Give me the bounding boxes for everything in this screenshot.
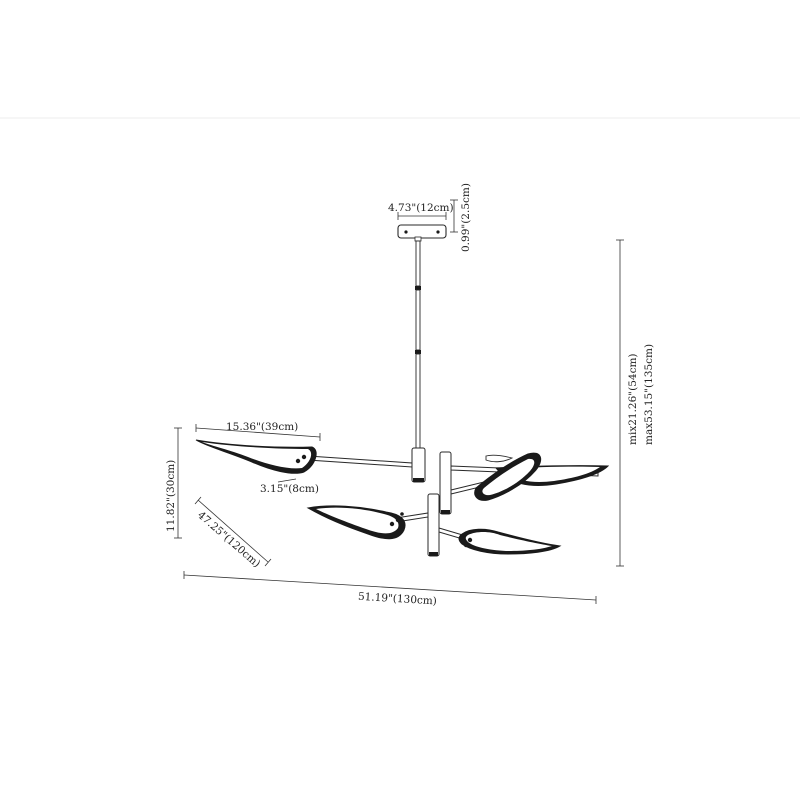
shade-upper-right xyxy=(474,452,542,501)
label-shade-depth: 11.82"(30cm) xyxy=(165,460,177,532)
dim-shade-depth xyxy=(174,427,182,539)
center-tube-c xyxy=(427,493,440,557)
dim-diagonal-depth xyxy=(194,496,272,567)
canopy-screw-left xyxy=(404,230,408,234)
shade-front-right-inner xyxy=(465,532,552,551)
label-diagonal-depth: 47.25"(120cm) xyxy=(195,509,262,570)
canopy-neck xyxy=(414,236,422,242)
dim-canopy-height xyxy=(450,199,458,233)
shade-upper-right-tip xyxy=(485,454,514,463)
label-canopy-width: 4.73"(12cm) xyxy=(388,202,454,214)
down-rod-upper xyxy=(415,240,421,287)
down-rod xyxy=(415,240,421,449)
shade-front-right-bulb-b xyxy=(467,537,473,543)
shade-back-left xyxy=(195,439,317,474)
canopy xyxy=(397,224,447,239)
shade-front-left xyxy=(306,505,406,540)
shade-back-left-bulb-b xyxy=(301,454,307,460)
label-height-max: max53.15"(135cm) xyxy=(643,344,655,445)
center-tube-b xyxy=(439,451,452,515)
shade-front-left-bulb-a xyxy=(389,521,395,527)
dim-shade-small xyxy=(277,478,297,483)
dim-total-width xyxy=(183,571,597,604)
down-rod-joint-1 xyxy=(415,286,421,290)
center-body xyxy=(411,447,452,557)
center-tube-c-cap xyxy=(429,552,438,556)
label-height-min: mix21.26"(54cm) xyxy=(627,353,639,445)
shade-front-left-bulb-c xyxy=(400,512,404,516)
down-rod-middle xyxy=(415,289,421,351)
center-tube-b-cap xyxy=(441,510,450,514)
dim-canopy-width xyxy=(397,212,447,220)
canopy-assembly xyxy=(397,224,447,242)
shade-upper-right-bulb-b xyxy=(487,477,493,483)
dim-shade-length xyxy=(195,424,321,441)
shade-upper-right-bulb-a xyxy=(481,481,487,487)
down-rod-joint-2 xyxy=(415,350,421,354)
label-canopy-height: 0.99"(2.5cm) xyxy=(460,183,472,252)
shade-front-left-bulb-b xyxy=(395,517,401,523)
label-shade-length: 15.36"(39cm) xyxy=(226,421,298,433)
label-total-width: 51.19"(130cm) xyxy=(358,591,438,608)
label-shade-small: 3.15"(8cm) xyxy=(260,483,319,495)
center-tube-a xyxy=(411,447,426,483)
shade-front-right-bulb-a xyxy=(463,542,469,548)
dim-overall-height xyxy=(616,239,624,567)
center-tube-a-cap xyxy=(413,478,424,482)
canopy-screw-right xyxy=(436,230,440,234)
arm-back-left xyxy=(307,455,413,468)
shade-front-left-inner xyxy=(316,507,399,534)
shade-front-right xyxy=(458,528,562,555)
shade-back-left-bulb-a xyxy=(295,458,301,464)
shade-back-left-inner xyxy=(202,442,312,469)
down-rod-lower xyxy=(415,353,421,449)
shade-upper-right-inner xyxy=(482,458,535,496)
